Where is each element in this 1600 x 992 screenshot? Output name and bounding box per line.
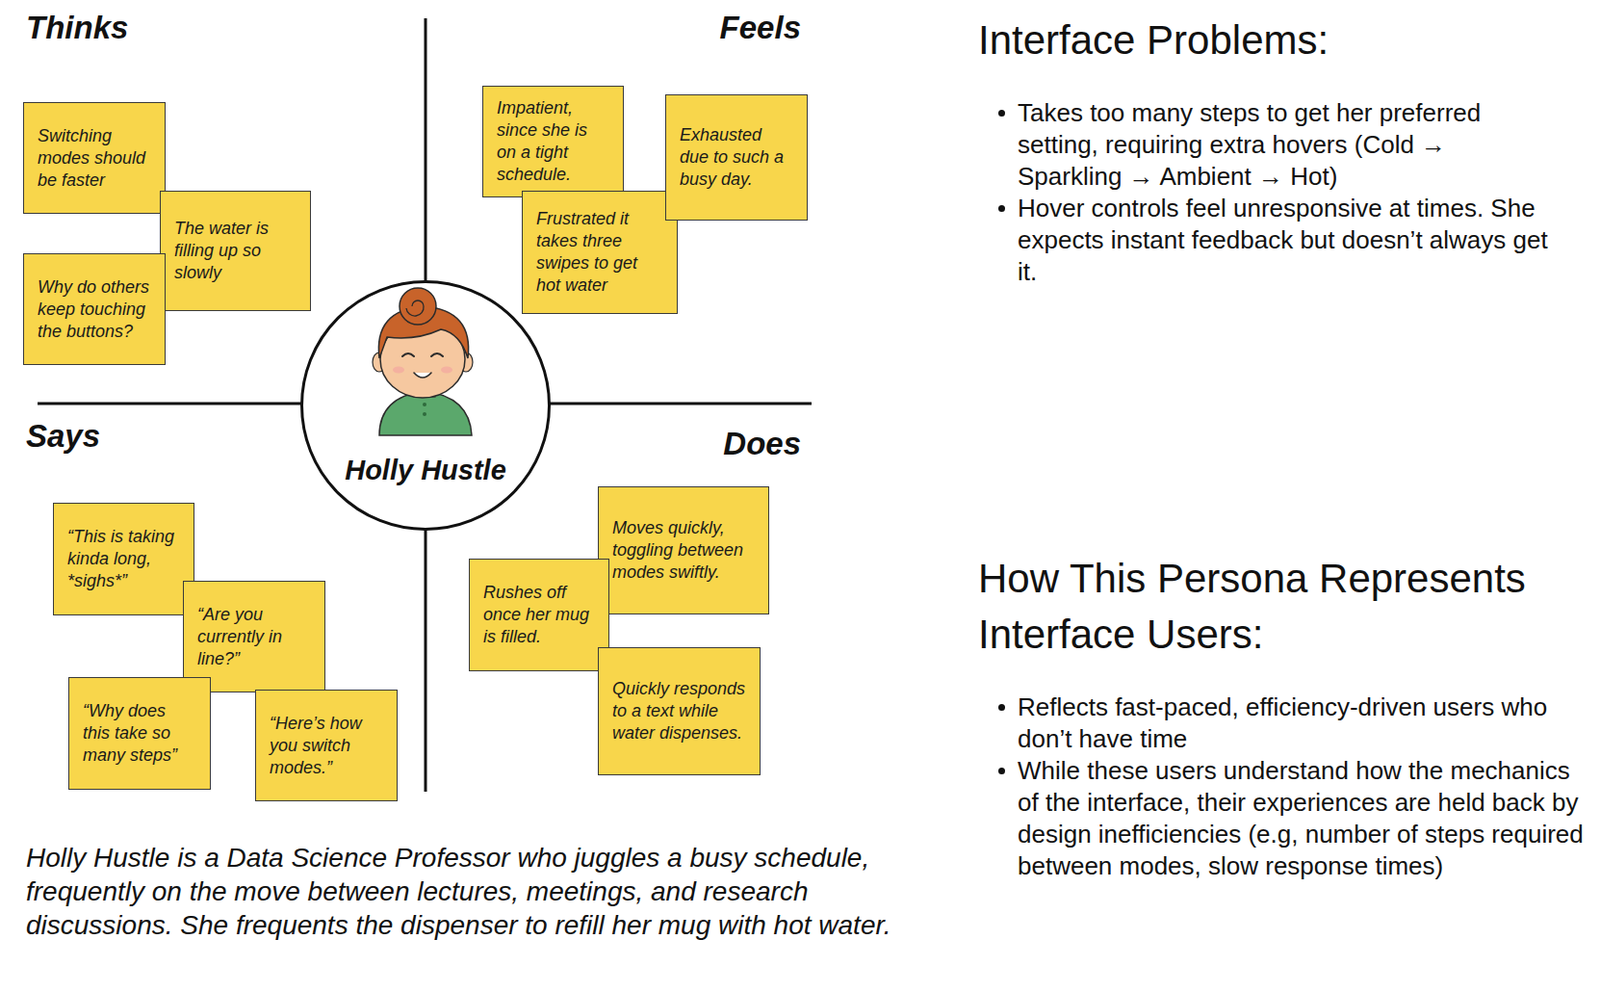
note-text: “Are you currently in line?” [197,603,311,671]
note-text: Impatient, since she is on a tight sched… [496,97,610,186]
avatar-button [422,402,427,407]
note-text: “This is taking kinda long, *sighs*” [67,525,181,593]
avatar-smile [413,372,432,378]
note-text: Frustrated it takes three swipes to get … [536,207,664,297]
avatar-hair-swirl [406,300,424,316]
avatar-button [422,412,427,416]
bullet-text: Hover controls feel unresponsive at time… [1017,192,1556,288]
persona-caption: Holly Hustle is a Data Science Professor… [25,840,893,942]
bullet-text: Reflects fast-paced, efficiency-driven u… [1017,691,1585,755]
bullet-item: Takes too many steps to get her preferre… [978,97,1556,193]
sticky-note: Quickly responds to a text while water d… [597,646,761,775]
note-text: Holly Hustle [303,453,548,487]
sticky-note: Impatient, since she is on a tight sched… [482,85,624,198]
sticky-note: Why do others keep touching the buttons? [23,253,166,365]
note-text: Why do others keep touching the buttons? [37,276,152,343]
sticky-note: Exhausted due to such a busy day. [665,94,808,221]
note-text: “Why does this take so many steps” [82,699,197,767]
sticky-note: Switching modes should be faster [23,102,166,214]
avatar-eye [431,353,443,357]
note-text: Quickly responds to a text while water d… [612,677,747,745]
bullet-item: Reflects fast-paced, efficiency-driven u… [978,691,1585,755]
bullet-dot [998,767,1006,775]
note-text: The water is filling up so slowly [174,217,297,284]
sticky-note: “Why does this take so many steps” [68,676,211,790]
avatar-blush [440,366,453,374]
avatar-eye [402,353,414,357]
bullet-text: Takes too many steps to get her preferre… [1017,97,1556,193]
bullet-dot [998,109,1006,117]
quadrant-heading: Says [25,417,101,455]
bullet-item: Hover controls feel unresponsive at time… [978,192,1556,288]
note-text: Exhausted due to such a busy day. [679,124,794,191]
bullet-item: While these users understand how the mec… [978,754,1585,882]
note-text: Switching modes should be faster [37,125,152,192]
note-text: “Here’s how you switch modes.” [269,712,384,779]
sticky-note: Moves quickly, toggling between modes sw… [597,486,770,615]
avatar-blush [392,366,405,374]
sticky-note: “Here’s how you switch modes.” [255,689,398,801]
note-text: Rushes off once her mug is filled. [483,581,595,648]
sticky-note: Frustrated it takes three swipes to get … [521,190,678,314]
bullet-text: While these users understand how the mec… [1017,754,1585,882]
sticky-note: The water is filling up so slowly [159,190,311,311]
quadrant-heading: Feels [720,9,801,47]
notes-column: Interface Problems: Takes too many steps … [978,12,1556,288]
sticky-note: “Are you currently in line?” [182,580,326,693]
sticky-note: “This is taking kinda long, *sighs*” [52,502,195,616]
section-heading: How This Persona Represents Interface Us… [978,550,1585,663]
bullet-dot [998,703,1006,711]
sticky-note: Rushes off once her mug is filled. [468,558,610,671]
notes-column: How This Persona Represents Interface Us… [978,550,1585,882]
section-heading: Interface Problems: [978,12,1556,69]
quadrant-heading: Does [722,425,801,463]
bullet-dot [998,205,1006,212]
persona-avatar [300,280,551,531]
quadrant-heading: Thinks [25,9,129,47]
note-text: Moves quickly, toggling between modes sw… [612,516,755,584]
avatar-hair-bun [399,287,437,325]
persona-circle: Holly Hustle [300,280,551,531]
